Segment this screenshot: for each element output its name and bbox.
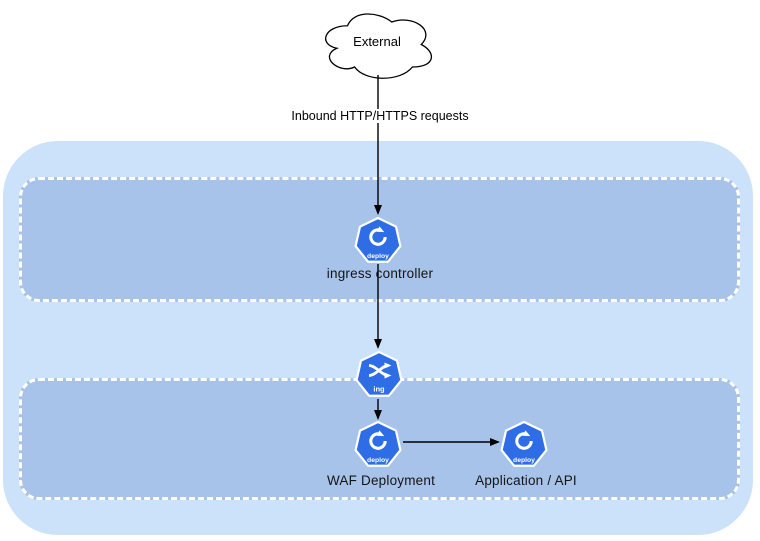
waf-deployment-label: WAF Deployment xyxy=(326,473,436,488)
ingress-controller-label: ingress controller xyxy=(326,266,434,281)
icon-badge: ing xyxy=(373,385,385,394)
ingress-icon[interactable]: ing xyxy=(353,349,405,401)
icon-badge: deploy xyxy=(367,457,389,464)
external-cloud[interactable] xyxy=(325,13,432,79)
inbound-requests-edge-label: Inbound HTTP/HTTPS requests xyxy=(289,109,471,123)
circular-arrow-icon xyxy=(369,430,387,450)
deployment-icon-ingress-controller[interactable]: deploy xyxy=(352,215,404,267)
icon-badge: deploy xyxy=(513,457,535,464)
deployment-icon-application[interactable]: deploy xyxy=(498,419,550,471)
external-cloud-label: External xyxy=(353,34,401,49)
circular-arrow-icon xyxy=(515,430,533,450)
shuffle-arrows-icon xyxy=(368,362,392,379)
application-api-label: Application / API xyxy=(475,473,577,488)
circular-arrow-icon xyxy=(369,226,387,246)
icon-badge: deploy xyxy=(367,253,389,260)
cloud-shape[interactable] xyxy=(325,13,432,79)
deployment-icon-waf[interactable]: deploy xyxy=(352,419,404,471)
